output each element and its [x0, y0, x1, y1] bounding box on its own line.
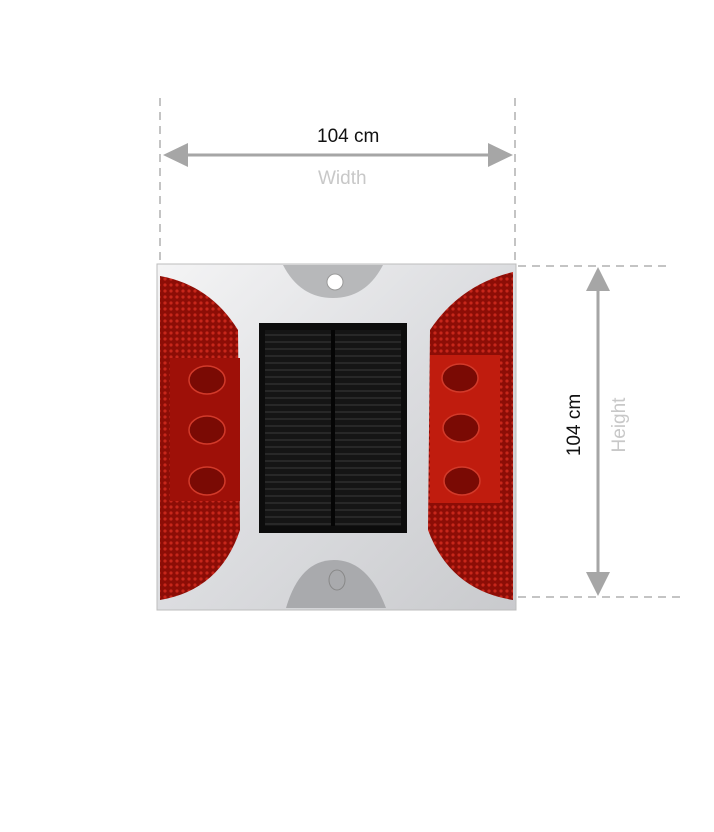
height-guides	[518, 265, 686, 598]
height-label: Height	[609, 397, 630, 453]
height-value: 104 cm	[564, 393, 585, 457]
width-value: 104 cm	[317, 126, 380, 147]
solar-road-stud-image	[156, 263, 517, 611]
width-label: Width	[318, 168, 367, 189]
height-arrow	[586, 267, 610, 596]
width-arrow	[163, 143, 513, 167]
